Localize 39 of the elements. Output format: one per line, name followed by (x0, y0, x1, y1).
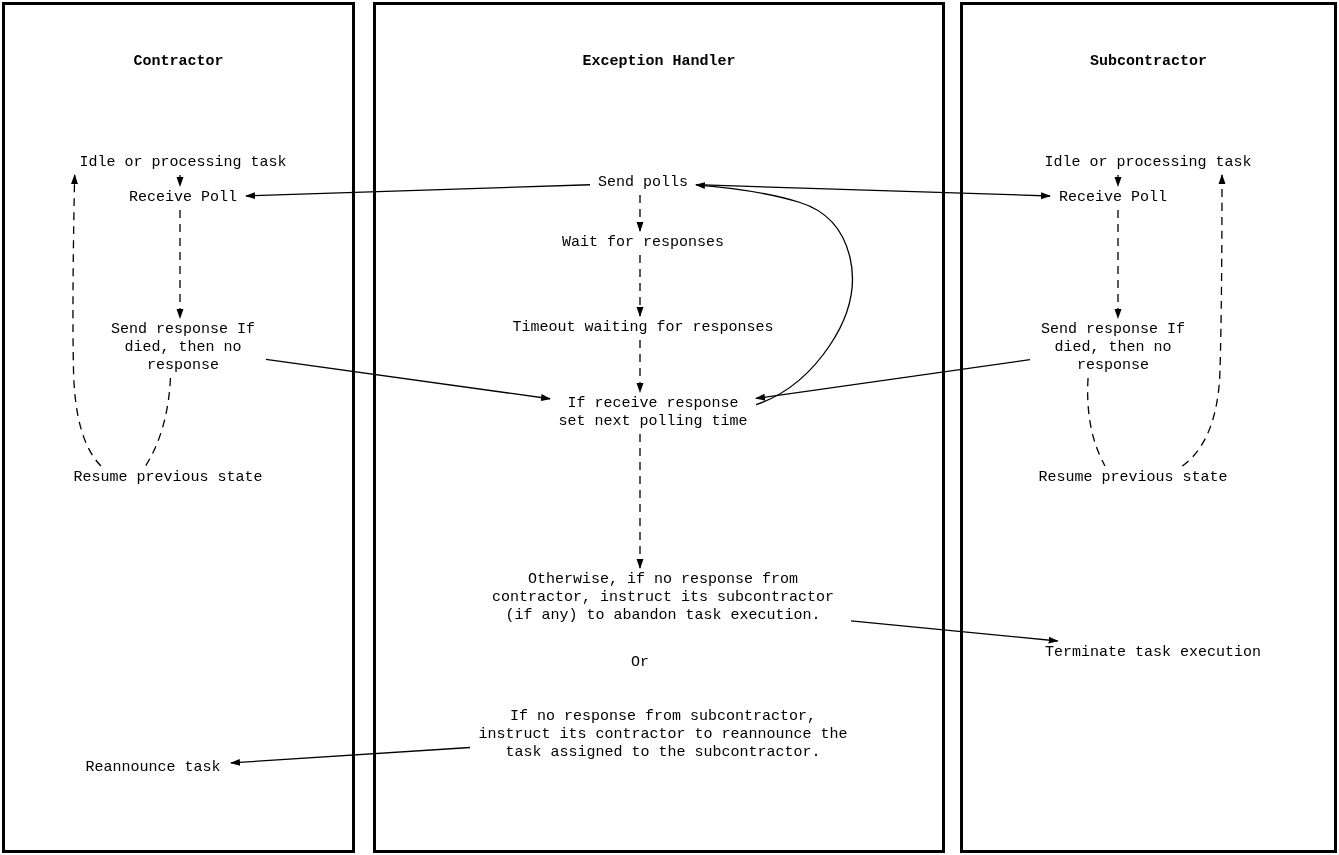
step-text: Resume previous state (1033, 469, 1233, 487)
swimlane (373, 2, 945, 853)
step-text: If no response from subcontractor, instruct its contractor to reannounce the task assigned to the subcontractor. (473, 708, 853, 762)
arrow (636, 254, 644, 317)
arrow (850, 620, 1059, 644)
swimlane (960, 2, 1337, 853)
arrow (176, 209, 184, 319)
arrow (1114, 209, 1122, 319)
arrow (245, 184, 591, 200)
step-text: Terminate task execution (1033, 644, 1273, 662)
lane-title: Subcontractor (1089, 53, 1208, 70)
lane-title: Exception Handler (581, 53, 737, 70)
step-text: Timeout waiting for responses (503, 319, 783, 337)
step-text: Send polls (593, 174, 693, 192)
arrow (755, 359, 1031, 401)
arrow (1181, 174, 1226, 467)
step-text: Send response If died, then no response (103, 321, 263, 375)
arrow (695, 182, 854, 406)
step-text: Idle or processing task (68, 154, 298, 172)
step-text: Otherwise, if no response from contractor, instruct its subcontractor (if any) to abandon task execution. (478, 571, 848, 625)
lane-title: Contractor (132, 53, 225, 70)
arrow (230, 746, 471, 766)
arrow (636, 194, 644, 232)
arrow (71, 174, 102, 467)
step-text: Receive Poll (1053, 189, 1173, 207)
arrow (636, 339, 644, 393)
swimlane (2, 2, 355, 853)
step-text: Receive Poll (123, 189, 243, 207)
step-text: Wait for responses (553, 234, 733, 252)
arrow (1114, 174, 1122, 187)
step-text: Reannounce task (78, 759, 228, 777)
arrow (636, 433, 644, 569)
arrow (265, 358, 551, 401)
arrow (176, 174, 184, 187)
step-text: Idle or processing task (1033, 154, 1263, 172)
step-text: Send response If died, then no response (1033, 321, 1193, 375)
step-text: If receive response set next polling time (553, 395, 753, 431)
note-text: Or (631, 653, 649, 671)
step-text: Resume previous state (68, 469, 268, 487)
